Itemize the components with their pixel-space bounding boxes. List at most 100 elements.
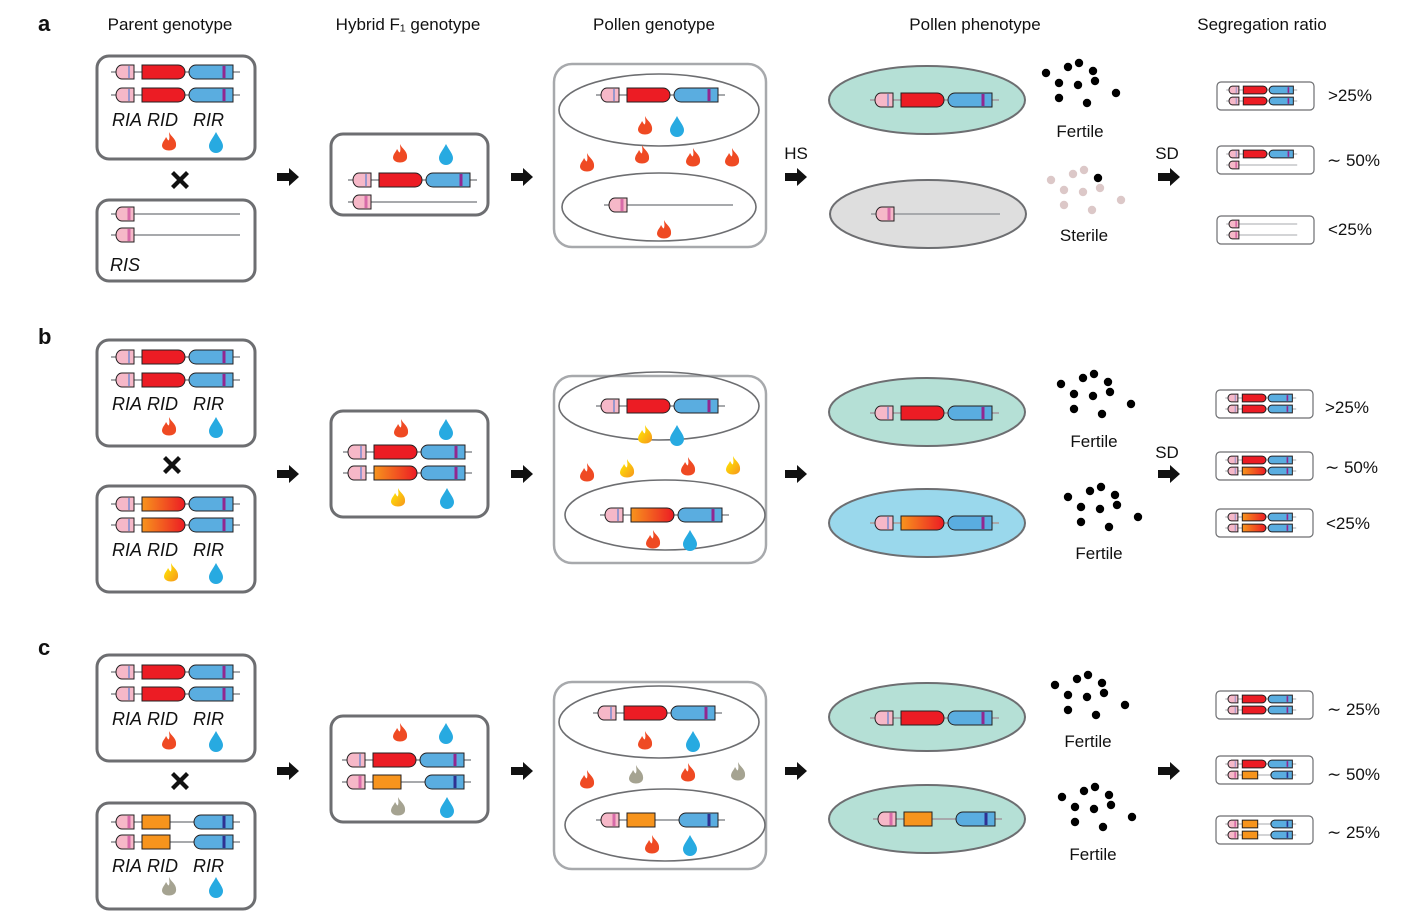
rir-gene [677, 507, 723, 523]
rect [552, 62, 768, 249]
rir-gene [947, 92, 993, 108]
chromosome [111, 686, 240, 702]
pollen-dot [1054, 78, 1064, 88]
water-drop-icon [209, 417, 223, 438]
pollen-dot [1091, 710, 1101, 720]
pollen-dot [1106, 800, 1116, 810]
water-drop-icon [439, 144, 453, 165]
pollen-dots [1057, 782, 1137, 832]
ria-block [1227, 759, 1239, 769]
rir-gene [419, 752, 465, 768]
rid-gene [623, 705, 668, 721]
rir-block [420, 465, 466, 481]
ria-block [1227, 770, 1239, 780]
phenotype-label: Fertile [1075, 544, 1122, 563]
drop-shape [439, 723, 453, 744]
pollen-dot [1059, 185, 1069, 195]
right-arrow-icon [277, 168, 299, 186]
ria-block [115, 372, 135, 388]
pollen-dot [1082, 98, 1092, 108]
flame-shape [681, 457, 696, 476]
flame-icon [580, 463, 595, 482]
ria-block [874, 92, 894, 108]
rid-gene [141, 814, 171, 830]
ria-gene [115, 834, 135, 850]
flame-icon [393, 723, 408, 742]
rir-block [188, 517, 234, 533]
arrow-shape [785, 168, 807, 186]
flame-icon [635, 145, 650, 164]
ria-block [115, 834, 135, 850]
flame-shape [657, 220, 672, 239]
rir-gene [1267, 393, 1293, 403]
ria-gene [608, 197, 628, 213]
ria-gene [877, 811, 897, 827]
ria-gene [346, 752, 366, 768]
water-drop-icon [209, 563, 223, 584]
rid-gene [1242, 96, 1268, 106]
ria-block [115, 517, 135, 533]
drop-shape [209, 417, 223, 438]
right-arrow-icon [511, 762, 533, 780]
pollen-dot [1105, 387, 1115, 397]
rid-gene [1241, 466, 1267, 476]
water-drop-icon [439, 419, 453, 440]
rir-gene [188, 64, 234, 80]
rid-gene [903, 811, 933, 827]
panel-label-a: a [38, 11, 51, 36]
arrow-shape [277, 465, 299, 483]
rir-block [188, 349, 234, 365]
chromosome [596, 87, 725, 103]
rir-block [1267, 694, 1293, 704]
rir-block [677, 507, 723, 523]
ria-block [115, 64, 135, 80]
drop-shape [683, 835, 697, 856]
flame-shape [638, 731, 653, 750]
rir-gene [1268, 96, 1294, 106]
chromosome [111, 814, 240, 830]
drop-shape [209, 132, 223, 153]
rir-block [1268, 85, 1294, 95]
ria-block [347, 444, 367, 460]
ria-block [874, 710, 894, 726]
rid-gene [372, 774, 402, 790]
ria-block [597, 705, 617, 721]
rir-block [1267, 455, 1293, 465]
pollen-dot [1074, 58, 1084, 68]
gene-label-ria: RIA [112, 394, 142, 414]
pollen-dot [1104, 790, 1114, 800]
segregation-percent: ∼ 25% [1327, 700, 1380, 719]
cross-symbol-icon [171, 171, 189, 189]
chromosome [1225, 819, 1297, 829]
chromosome [1225, 705, 1297, 715]
ria-gene [874, 405, 894, 421]
flame-icon [638, 425, 653, 444]
rid-gene [1241, 694, 1267, 704]
flame-icon [731, 762, 746, 781]
pollen-dot [1088, 391, 1098, 401]
chromosome [111, 206, 240, 222]
ria-block [115, 496, 135, 512]
flame-icon [394, 419, 409, 438]
ria-block [608, 197, 628, 213]
cross-symbol-icon [171, 772, 189, 790]
rir-block [673, 87, 719, 103]
water-drop-icon [209, 731, 223, 752]
ria-gene [1227, 819, 1239, 829]
ria-gene [1227, 694, 1239, 704]
ria-block [115, 814, 135, 830]
chromosome [1226, 230, 1298, 240]
rir-block [1268, 149, 1294, 159]
flame-icon [681, 763, 696, 782]
rid-gene [373, 444, 418, 460]
cross-shape [171, 171, 189, 189]
rid-gene [900, 405, 945, 421]
rid-gene [141, 834, 171, 850]
ria-gene [352, 172, 372, 188]
rid-gene [626, 812, 656, 828]
right-arrow-icon [277, 465, 299, 483]
gene-label-rid: RID [147, 856, 178, 876]
flame-shape [580, 770, 595, 789]
ria-block [115, 206, 135, 222]
ria-gene [1227, 523, 1239, 533]
